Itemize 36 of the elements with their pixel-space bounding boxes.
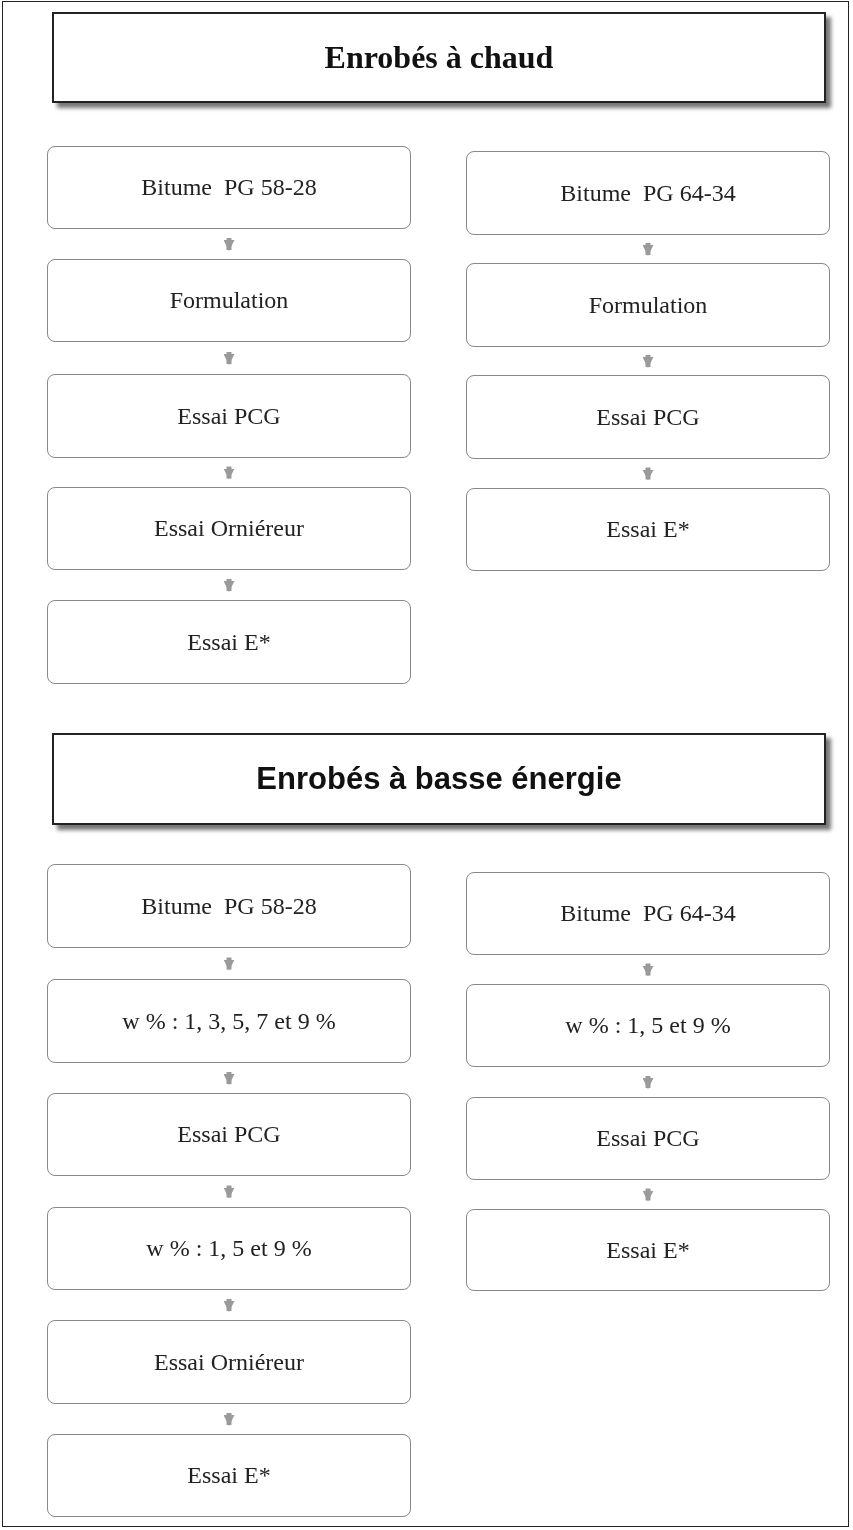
process-box: Essai PCG [466,1097,830,1180]
arrow [642,243,654,257]
process-box: Bitume PG 64-34 [466,872,830,955]
process-box: Essai Orniéreur [47,1320,411,1404]
process-box: w % : 1, 3, 5, 7 et 9 % [47,979,411,1063]
arrow [642,1188,654,1202]
process-box: Essai E* [47,1434,411,1517]
section-header-box: Enrobés à basse énergie [52,733,826,825]
process-box: Formulation [466,263,830,347]
process-box: Essai PCG [466,375,830,459]
arrow [223,1072,235,1086]
process-box: Bitume PG 58-28 [47,864,411,948]
process-box: Essai E* [466,488,830,571]
process-box: Essai E* [466,1209,830,1291]
section-header-box: Enrobés à chaud [52,12,826,103]
process-box: Essai PCG [47,1093,411,1176]
process-box: Bitume PG 64-34 [466,151,830,235]
arrow [223,1413,235,1427]
arrow [223,1299,235,1313]
arrow [223,352,235,366]
process-box: w % : 1, 5 et 9 % [466,984,830,1067]
process-box: Essai PCG [47,374,411,458]
arrow [642,467,654,481]
arrow [642,1076,654,1090]
arrow [223,957,235,971]
arrow [223,1185,235,1199]
arrow [223,466,235,480]
arrow [223,579,235,593]
arrow [223,238,235,252]
process-box: w % : 1, 5 et 9 % [47,1207,411,1290]
process-box: Bitume PG 58-28 [47,146,411,229]
arrow [642,355,654,369]
process-box: Essai E* [47,600,411,684]
arrow [642,963,654,977]
process-box: Formulation [47,259,411,342]
process-box: Essai Orniéreur [47,487,411,570]
